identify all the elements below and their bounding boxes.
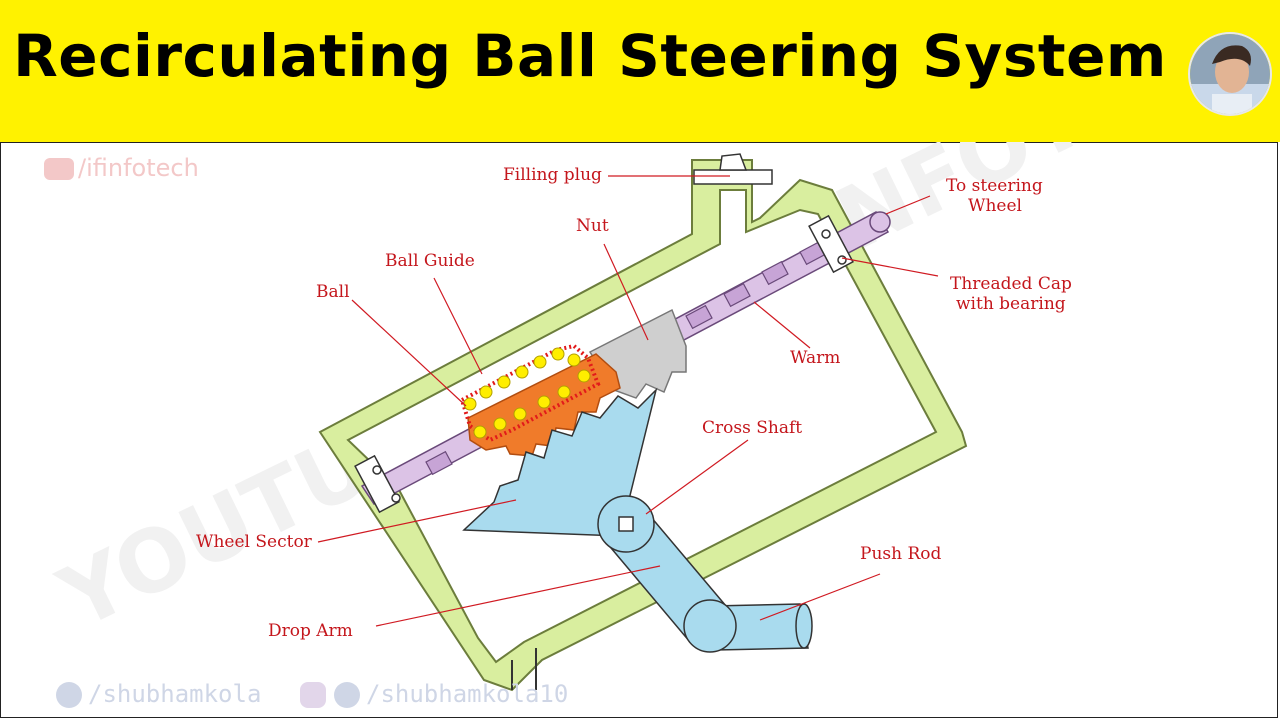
push-rod-end	[795, 603, 813, 649]
page-title: Recirculating Ball Steering System	[13, 22, 1167, 90]
label-to-steering-1: To steering	[946, 176, 1043, 196]
label-wheel-sector: Wheel Sector	[196, 532, 313, 552]
twitter-icon	[56, 682, 82, 708]
drop-arm-joint	[683, 599, 737, 653]
youtube-icon	[44, 158, 74, 180]
label-push-rod: Push Rod	[860, 544, 941, 564]
label-drop-arm: Drop Arm	[268, 621, 353, 641]
balls	[463, 347, 591, 439]
label-cross-shaft: Cross Shaft	[702, 418, 802, 438]
label-ball: Ball	[316, 282, 350, 302]
cross-shaft-key	[618, 516, 634, 532]
title-banner	[0, 0, 1280, 142]
avatar	[1188, 32, 1272, 116]
label-warm: Warm	[790, 348, 840, 368]
ball-guide	[459, 343, 601, 443]
bearing-bottom	[354, 454, 401, 514]
drain-gap	[511, 648, 537, 690]
label-ball-guide: Ball Guide	[385, 251, 475, 271]
wheel-sector	[462, 387, 658, 537]
label-threaded-cap-1: Threaded Cap	[950, 274, 1072, 294]
filling-plug	[693, 169, 773, 185]
steering-diagram: YOUTUBE.COM/IFINFOTECH	[44, 142, 1276, 692]
shaft-end	[869, 211, 891, 233]
diagram-frame	[0, 142, 1278, 718]
twitter-handle: /shubhamkola	[56, 680, 261, 708]
social-handle: /shubhamkola10	[300, 680, 602, 708]
filling-plug-cap	[719, 153, 748, 171]
label-to-steering-2: Wheel	[968, 196, 1022, 216]
channel-watermark: /ifinfotech	[44, 154, 199, 182]
label-nut: Nut	[576, 216, 609, 236]
instagram-icon	[300, 682, 326, 708]
leader-lines	[317, 175, 939, 627]
label-filling-plug: Filling plug	[503, 165, 602, 185]
facebook-icon	[334, 682, 360, 708]
label-threaded-cap-2: with bearing	[956, 294, 1066, 314]
